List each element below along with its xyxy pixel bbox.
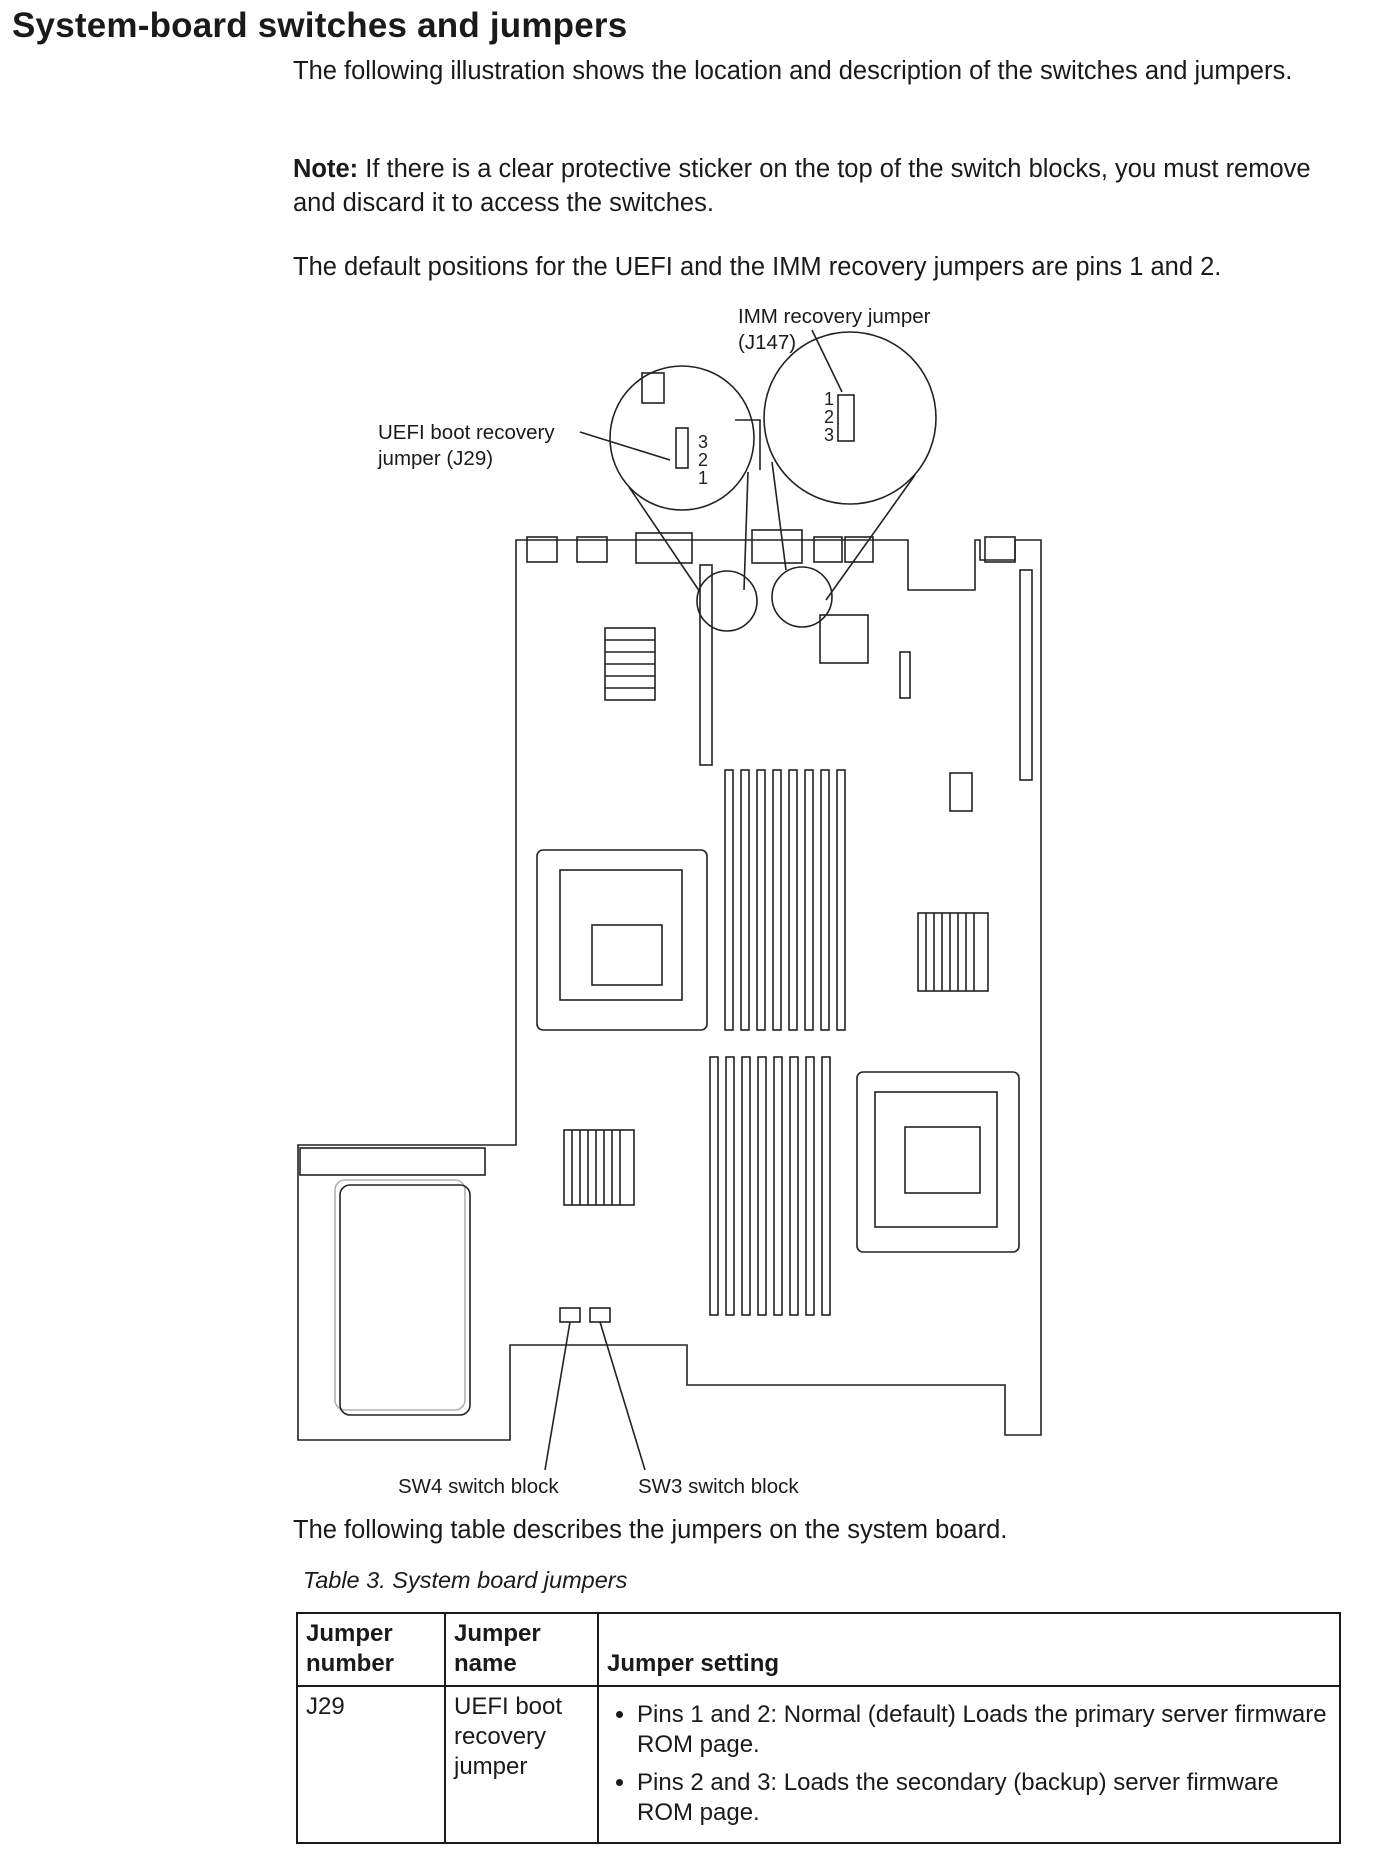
riser-slot-left [699, 564, 713, 766]
setting-item: Pins 1 and 2: Normal (default) Loads the… [637, 1700, 1331, 1760]
ethernet-port-1 [813, 536, 843, 563]
cell-jumper-number: J29 [296, 1685, 446, 1844]
processor-socket-1 [536, 849, 708, 1031]
imm-zoom-circle [763, 331, 937, 505]
sw4-label: SW4 switch block [398, 1475, 559, 1498]
imm-jumper-label: IMM recovery jumper (J147) [738, 305, 931, 354]
ethernet-port-2 [844, 536, 874, 563]
intro-paragraph: The following illustration shows the loc… [293, 57, 1293, 85]
imm-pin-2: 2 [824, 407, 834, 427]
uefi-pin-3: 3 [698, 432, 708, 452]
sw3-callout-line [599, 1321, 646, 1471]
page-title: System-board switches and jumpers [12, 6, 628, 45]
riser-slot-right [1019, 569, 1033, 781]
uefi-pin-1: 1 [698, 468, 708, 488]
note-text: If there is a clear protective sticker o… [293, 155, 1311, 217]
heatsink-right [917, 912, 989, 992]
sw3-label: SW3 switch block [638, 1475, 799, 1498]
processor-socket-2 [856, 1071, 1020, 1253]
controller-chip [819, 614, 869, 664]
usb-port-2 [576, 536, 608, 563]
ethernet-port-3 [984, 536, 1016, 563]
table-row: J29 UEFI boot recovery jumper Pins 1 and… [296, 1685, 1341, 1844]
power-connector-area [299, 1147, 486, 1416]
setting-item: Pins 2 and 3: Loads the secondary (backu… [637, 1768, 1331, 1828]
heatsink-bottom [563, 1129, 635, 1206]
imm-callout-line [811, 329, 843, 393]
sw4-switch-block [559, 1307, 581, 1323]
setting-list: Pins 1 and 2: Normal (default) Loads the… [607, 1700, 1331, 1828]
table-caption: Table 3. System board jumpers [303, 1567, 628, 1593]
cell-jumper-name: UEFI boot recovery jumper [444, 1685, 599, 1844]
dimm-slots-top [724, 769, 846, 1031]
dimm-slots-bottom [709, 1056, 831, 1316]
sticker-box [949, 772, 973, 812]
sw3-switch-block [589, 1307, 611, 1323]
header-jumper-setting: Jumper setting [597, 1612, 1341, 1687]
uefi-jumper-label: UEFI boot recovery jumper (J29) [378, 421, 555, 470]
serial-connector [751, 529, 803, 564]
header-jumper-number: Jumper number [296, 1612, 446, 1687]
uefi-callout-line [579, 431, 671, 461]
usb-port-1 [526, 536, 558, 563]
small-connector [899, 651, 911, 699]
imm-zoom-spot [771, 566, 833, 628]
uefi-pin-2: 2 [698, 450, 708, 470]
header-jumper-name: Jumper name [444, 1612, 599, 1687]
heatsink-top [604, 627, 656, 701]
sw4-callout-line [544, 1321, 571, 1471]
imm-pin-1: 1 [824, 389, 834, 409]
uefi-zoom-circle [609, 365, 755, 511]
note-label: Note: [293, 155, 359, 183]
imm-pin-3: 3 [824, 425, 834, 445]
table-intro: The following table describes the jumper… [293, 1516, 1008, 1544]
defaults-paragraph: The default positions for the UEFI and t… [293, 253, 1222, 281]
board-outline [297, 539, 1042, 1441]
uefi-zoom-spot [696, 570, 758, 632]
cell-jumper-setting: Pins 1 and 2: Normal (default) Loads the… [597, 1685, 1341, 1844]
note-paragraph: Note: If there is a clear protective sti… [293, 152, 1343, 220]
table-header-row: Jumper number Jumper name Jumper setting [296, 1612, 1341, 1687]
video-connector [635, 532, 693, 564]
jumpers-table: Jumper number Jumper name Jumper setting… [296, 1612, 1341, 1844]
